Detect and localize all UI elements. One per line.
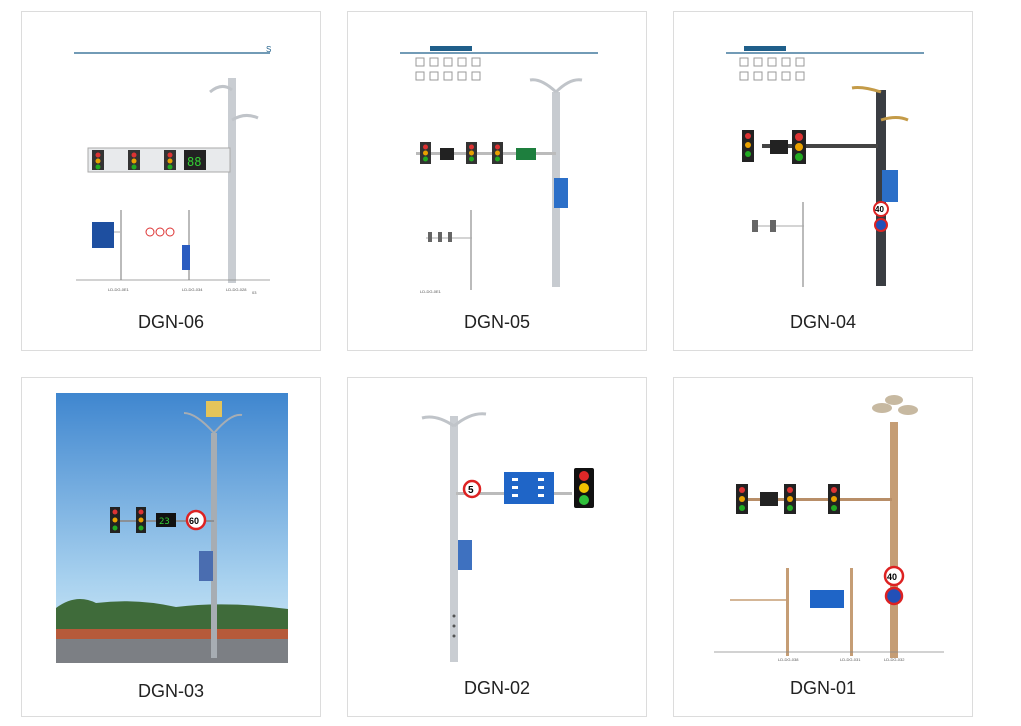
product-label[interactable]: DGN-01: [789, 678, 856, 698]
speed-limit-sign: 40: [875, 205, 884, 214]
speed-limit-sign: 5: [468, 485, 474, 496]
product-label[interactable]: DGN-05: [463, 312, 530, 332]
svg-text:S: S: [266, 45, 271, 54]
product-label[interactable]: DGN-04: [789, 312, 856, 332]
speed-limit-sign: 60: [189, 516, 199, 526]
svg-text:LD-DG-028: LD-DG-028: [226, 287, 247, 292]
svg-text:03: 03: [252, 290, 257, 295]
speed-limit-sign: 40: [887, 572, 897, 582]
product-card-dgn-04[interactable]: 40 DGN-04: [673, 11, 973, 351]
svg-text:88: 88: [187, 155, 201, 169]
product-label[interactable]: DGN-06: [137, 312, 204, 332]
product-card-dgn-05[interactable]: LD-DG-0E1 DGN-05: [347, 11, 647, 351]
product-image-dgn-06[interactable]: S 88 LD-DG-0E1 LD-DG-034 LD-DG-028: [30, 20, 314, 306]
svg-text:LD-DG-0E1: LD-DG-0E1: [108, 287, 130, 292]
product-label[interactable]: DGN-03: [137, 681, 204, 701]
product-card-dgn-01[interactable]: 40 LD-DG-038 LD-DG-031 LD-DG-032 DGN-01: [673, 377, 973, 717]
svg-text:LD-DG-034: LD-DG-034: [182, 287, 203, 292]
product-card-dgn-02[interactable]: 5 DGN-02: [347, 377, 647, 717]
product-label[interactable]: DGN-02: [463, 678, 530, 698]
product-image-dgn-04[interactable]: 40: [682, 20, 966, 306]
model-code: LD-DG-038: [778, 657, 799, 662]
model-code: LD-DG-032: [884, 657, 905, 662]
model-code: LD-DG-031: [840, 657, 861, 662]
product-image-dgn-02[interactable]: 5: [356, 386, 640, 672]
countdown-display: 23: [159, 517, 170, 527]
svg-text:LD-DG-0E1: LD-DG-0E1: [420, 289, 442, 294]
product-image-dgn-05[interactable]: LD-DG-0E1: [356, 20, 640, 306]
product-card-dgn-03[interactable]: 23 60 DGN-03: [21, 377, 321, 717]
product-image-dgn-03[interactable]: 23 60: [56, 393, 288, 663]
product-card-dgn-06[interactable]: S 88 LD-DG-0E1 LD-DG-034 LD-DG-028: [21, 11, 321, 351]
product-image-dgn-01[interactable]: 40 LD-DG-038 LD-DG-031 LD-DG-032: [682, 386, 966, 672]
